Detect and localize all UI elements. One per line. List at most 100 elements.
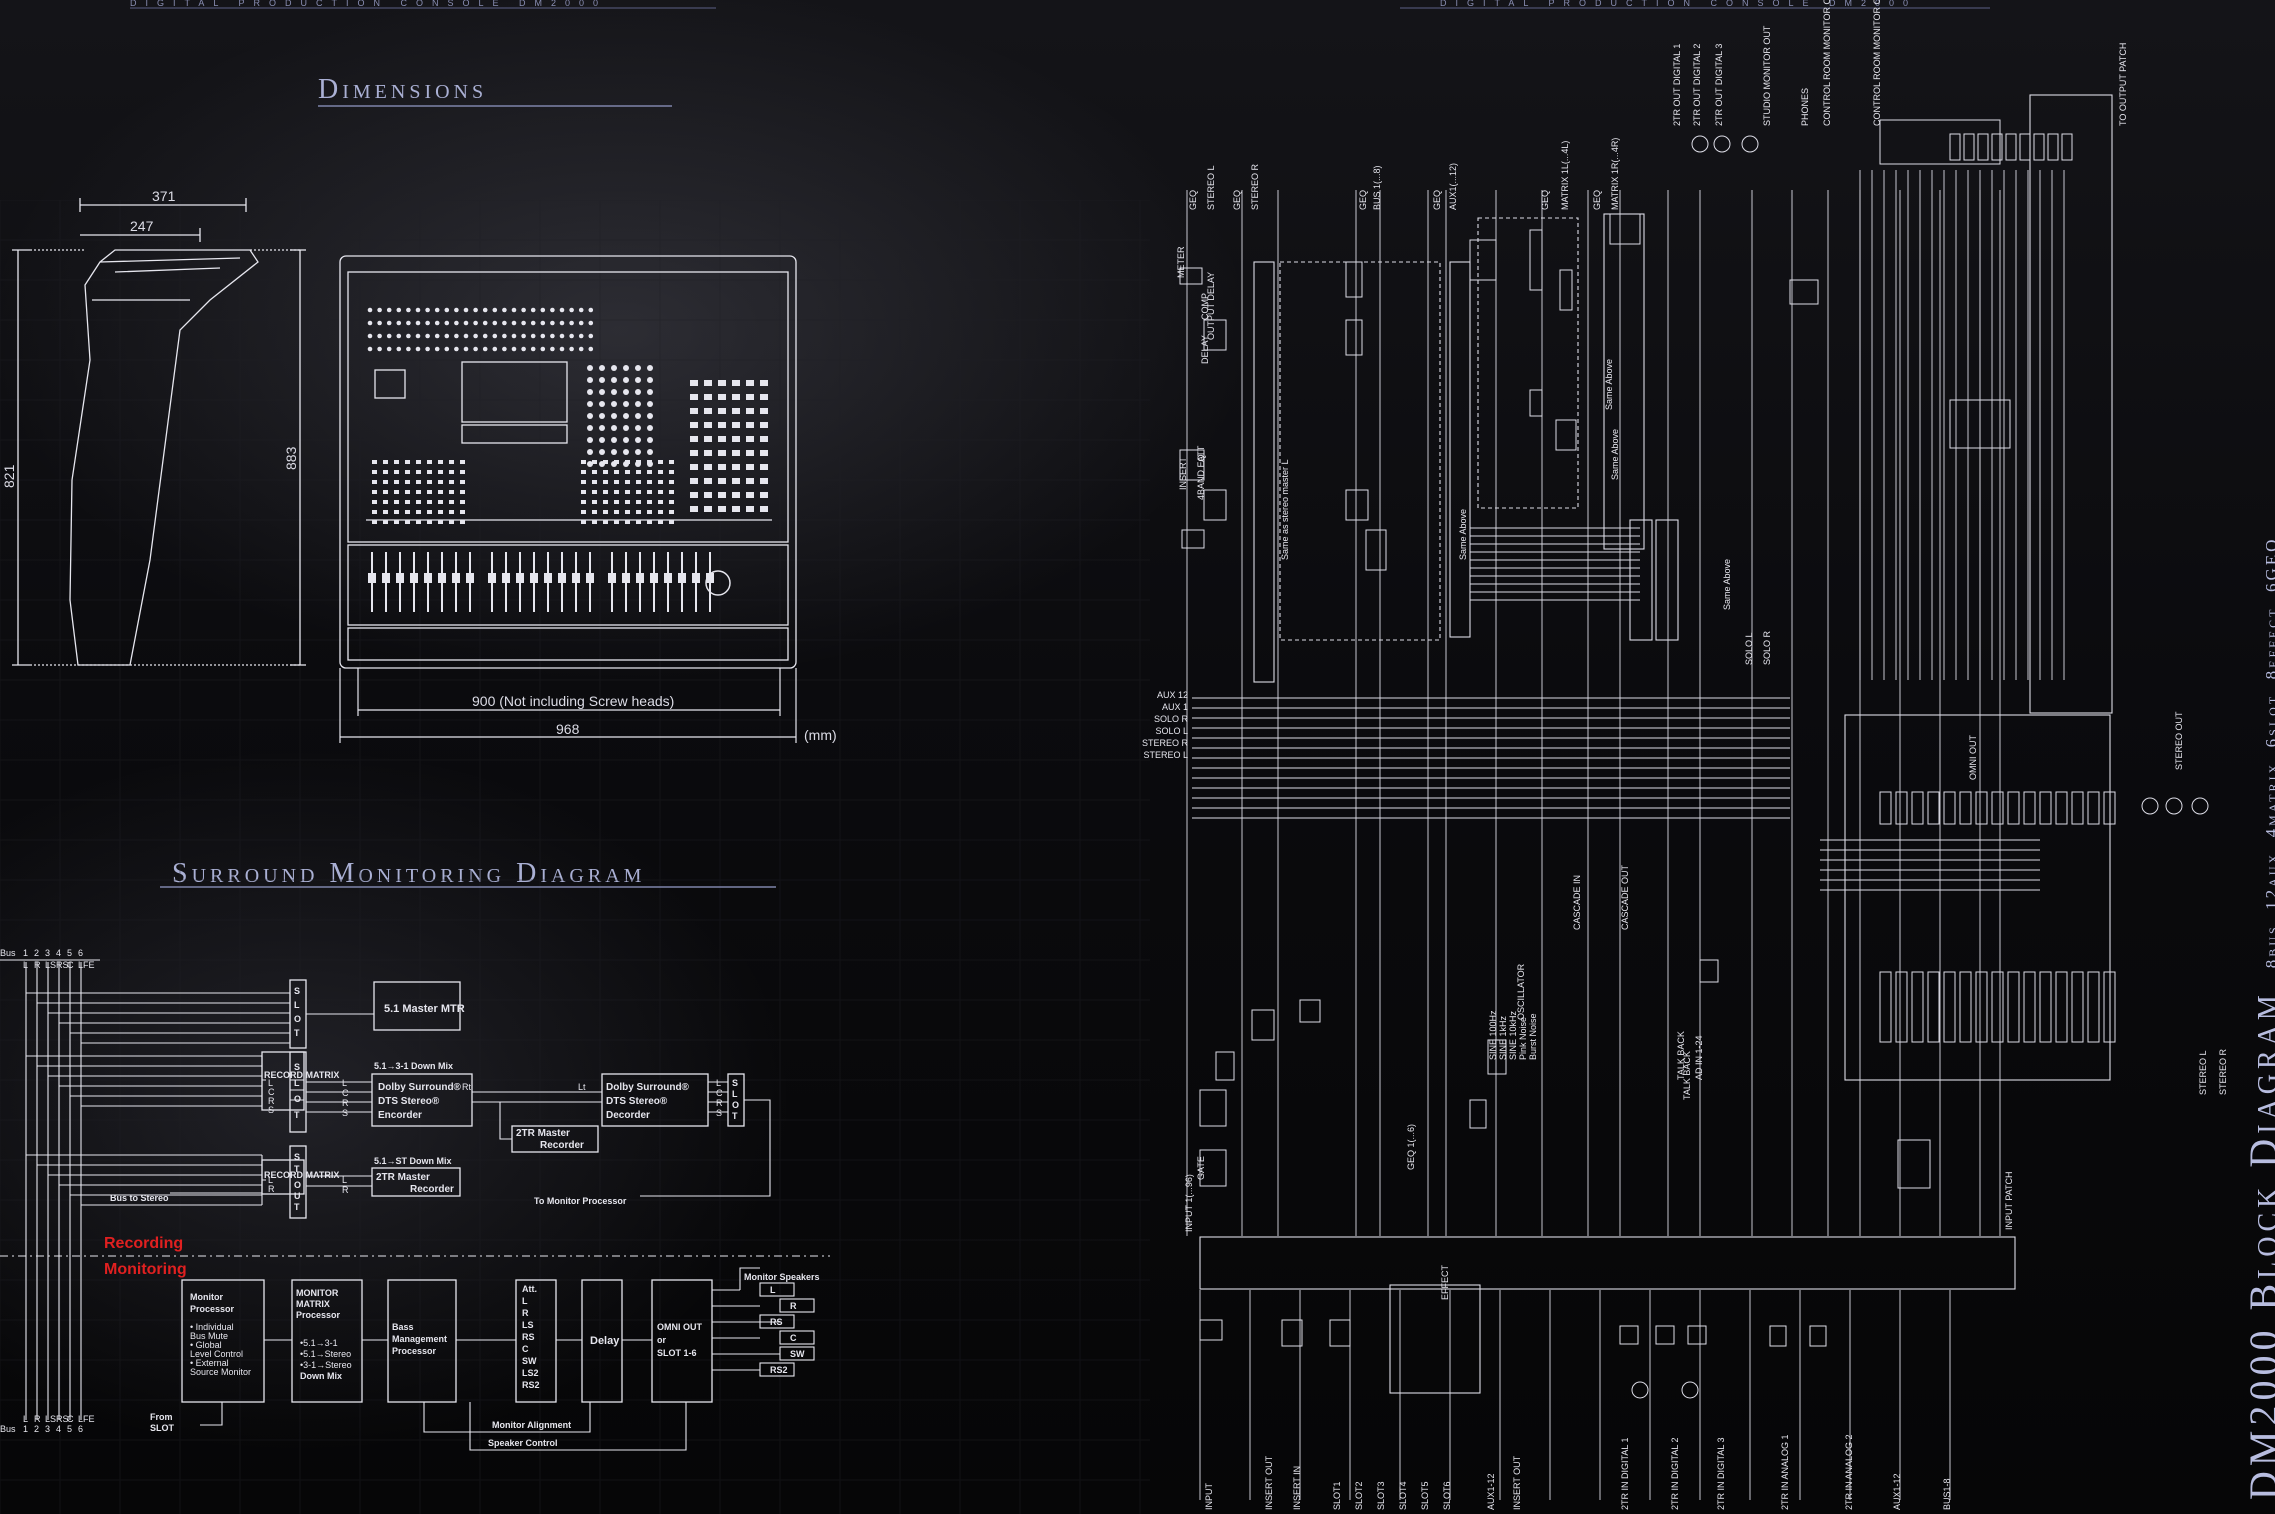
monitoring-label: Monitoring <box>104 1261 187 1278</box>
knob <box>415 307 421 313</box>
button <box>405 490 410 494</box>
fader-cap <box>516 573 524 583</box>
top-output: GEQ <box>1432 190 1442 210</box>
omni-channel <box>2055 791 2068 825</box>
module-box <box>1179 449 1205 481</box>
button <box>460 490 465 494</box>
output-patch-channel <box>1895 971 1908 1043</box>
monitor-processor-item: • Global <box>190 1340 222 1350</box>
module-box <box>1949 399 2011 449</box>
button <box>405 480 410 484</box>
monitor-speakers-label: Monitor Speakers <box>744 1272 820 1282</box>
knob <box>647 401 653 407</box>
block-label: Same as stereo master L <box>1280 459 1290 560</box>
master-recorder-b-1: 2TR Master <box>376 1172 430 1183</box>
button <box>732 450 740 456</box>
misc-label: INPUT 1(...96) <box>1184 1174 1194 1232</box>
speaker-label: RS <box>770 1317 783 1327</box>
button <box>636 490 641 494</box>
button <box>449 490 454 494</box>
fader-cap <box>502 573 510 583</box>
block-diagram-title-text: DM2000 Block Diagram <box>2241 990 2275 1500</box>
button <box>704 450 712 456</box>
knob <box>587 365 593 371</box>
block-label: EFFECT <box>1440 1264 1450 1300</box>
button <box>669 500 674 504</box>
button <box>592 470 597 474</box>
knob <box>502 307 507 313</box>
top-output: GEQ <box>1188 190 1198 210</box>
lr-letter: L <box>342 1175 347 1185</box>
omni-channel <box>2087 791 2100 825</box>
button <box>658 500 663 504</box>
bus-channel: R <box>34 1414 41 1424</box>
knob <box>396 333 402 339</box>
button <box>746 506 754 512</box>
bus-channel: LFE <box>78 960 95 970</box>
speaker-label: SW <box>790 1349 805 1359</box>
speaker-label: RS2 <box>770 1365 788 1375</box>
button <box>394 510 399 514</box>
knob <box>425 346 430 352</box>
knob <box>386 346 392 352</box>
button <box>718 492 726 498</box>
module-box <box>1203 489 1227 521</box>
button <box>614 490 619 494</box>
output-patch-channel <box>2103 971 2116 1043</box>
button <box>625 520 630 524</box>
bus-channel: L <box>23 1414 28 1424</box>
slot-letter: L <box>732 1089 738 1099</box>
bus-label: AUX 1 <box>1162 702 1188 712</box>
button <box>760 450 768 456</box>
button <box>449 520 454 524</box>
knob <box>406 307 411 313</box>
lr-letter: R <box>342 1185 349 1195</box>
knob <box>611 401 617 407</box>
button <box>438 500 443 504</box>
top-output: AUX1(...12) <box>1448 163 1458 210</box>
button <box>760 478 768 484</box>
knob <box>623 461 629 467</box>
fader-cap <box>438 573 446 583</box>
top-output: STEREO L <box>1206 165 1216 210</box>
omni-out-line: or <box>657 1335 666 1345</box>
monitor-matrix-title: MATRIX <box>296 1299 330 1309</box>
knob <box>454 320 459 326</box>
knob <box>611 413 617 419</box>
block-diagram-subtitle: 8bus, 12aux, 4matrix, 6slot, 8effect, 6G… <box>2262 536 2275 969</box>
block-label: Same Above <box>1604 359 1614 410</box>
button <box>704 436 712 442</box>
knob <box>521 320 526 326</box>
surround-wires <box>200 1013 780 1451</box>
knob <box>377 307 382 313</box>
button <box>636 470 641 474</box>
bottom-label: SLOT3 <box>1376 1481 1386 1510</box>
button <box>427 470 432 474</box>
knob <box>635 425 641 431</box>
bus-channel: LS <box>45 1414 56 1424</box>
bus-number: 2 <box>34 948 39 958</box>
button <box>438 460 443 464</box>
knob <box>473 307 478 313</box>
lcrs-letter: R <box>716 1098 723 1108</box>
button <box>658 490 663 494</box>
button <box>718 380 726 386</box>
button <box>405 460 410 464</box>
knob <box>415 320 421 326</box>
block-label: CASCADE IN <box>1572 875 1582 930</box>
knob <box>396 320 402 326</box>
bus-number: 5 <box>67 1424 72 1434</box>
button <box>372 490 377 494</box>
button <box>647 490 652 494</box>
omni-channel <box>1895 791 1908 825</box>
button <box>760 408 768 414</box>
slot-letter: O <box>294 1014 301 1024</box>
button <box>405 510 410 514</box>
module-box <box>1215 1051 1235 1081</box>
block-label: ATT <box>1196 445 1206 462</box>
button <box>383 490 388 494</box>
block-label: METER <box>1176 246 1186 278</box>
button <box>732 464 740 470</box>
